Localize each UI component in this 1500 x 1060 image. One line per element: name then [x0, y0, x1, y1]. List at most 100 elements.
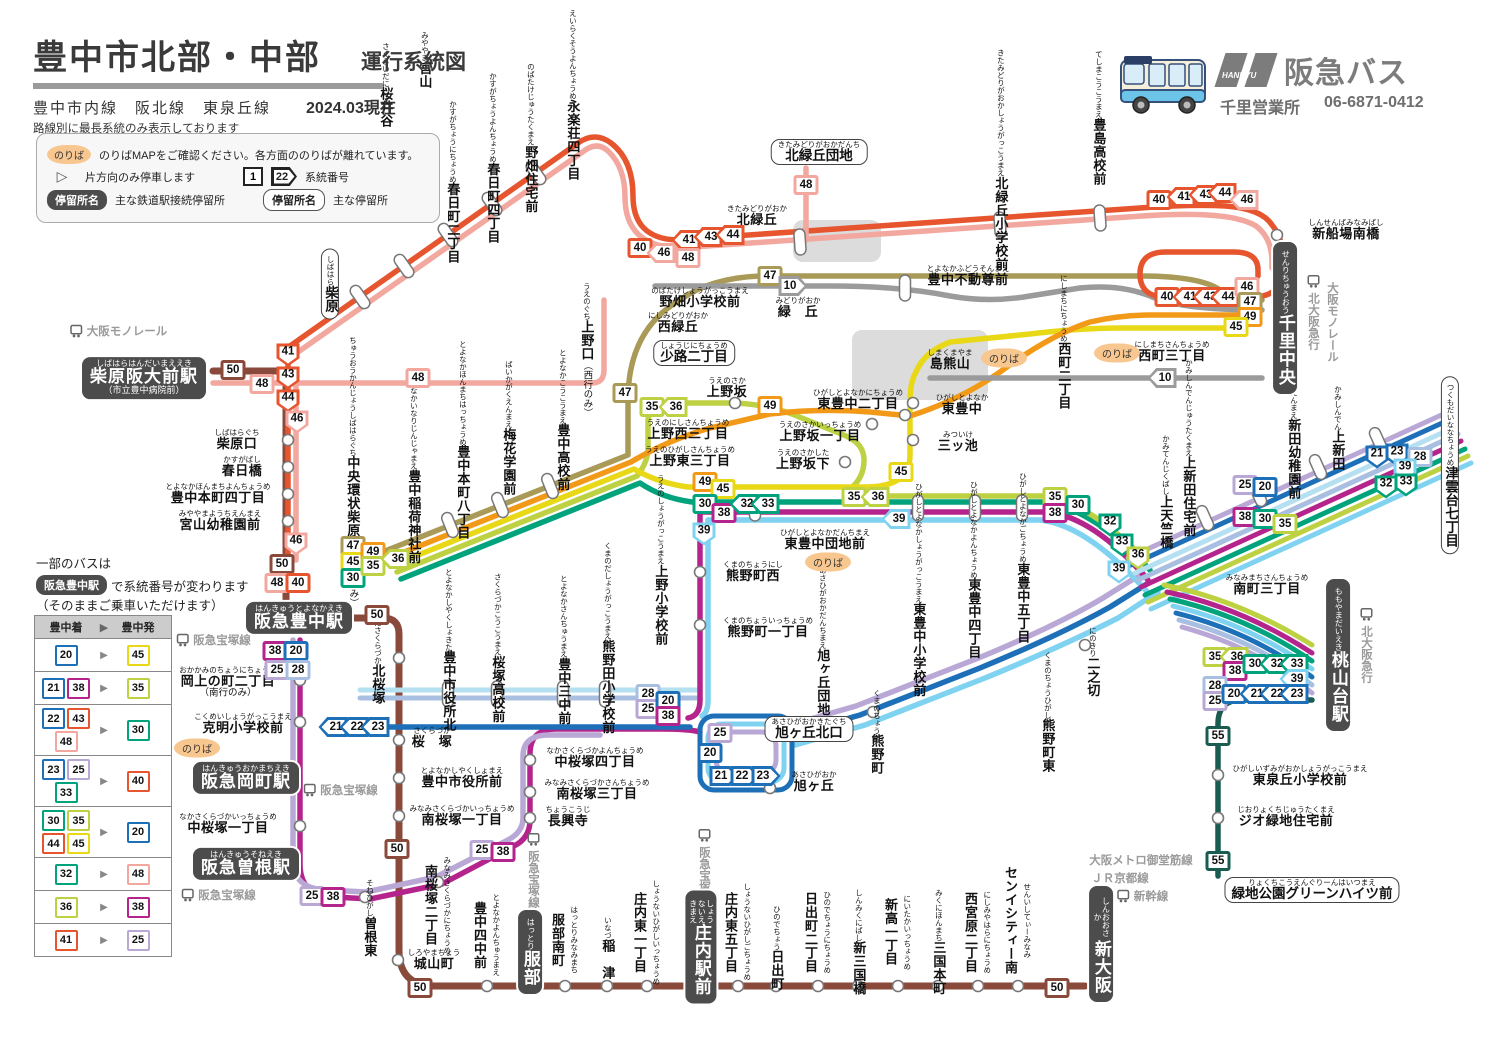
- rail-label-text: 阪急宝塚線: [320, 785, 378, 797]
- stop-badge-icon: 停留所名: [263, 189, 325, 211]
- row-arrow-icon: ▶: [100, 934, 108, 946]
- furi-text: ひがしとよなかにちょうめ: [813, 388, 903, 398]
- route-badge-35: 35: [1272, 514, 1298, 534]
- furi-text: なかさくらづかいっちょうめ: [179, 812, 277, 822]
- furi-text: とよなかよんちゅうまえ: [491, 893, 501, 977]
- main-text: 東豊中小学校前: [911, 602, 927, 698]
- route-badge-38: 38: [490, 842, 516, 862]
- tx-text: 32: [1270, 658, 1284, 670]
- tx-text: 46: [289, 534, 303, 547]
- stop-marker: [1011, 979, 1025, 993]
- route-badge-41: 41: [276, 343, 300, 367]
- route-badge-50: 50: [269, 554, 295, 574]
- main-text: 岡上の町二丁目: [180, 673, 276, 689]
- main-text: 熊野町東: [1040, 718, 1056, 773]
- main-text: 上野西三丁目: [647, 426, 729, 442]
- fg-text: [1282, 657, 1306, 671]
- stop-pill-marker: [968, 494, 982, 522]
- furi-text: とよなかほんまちよんちょうめ: [165, 482, 271, 492]
- stop-pill-marker: [525, 160, 547, 186]
- fg-text: [1242, 687, 1266, 701]
- main-text: 庄内駅前: [691, 923, 711, 996]
- route-badge-22: 22: [339, 717, 369, 737]
- furi-text: とよなかふどうそんまえ: [926, 264, 1010, 274]
- stop-marker: [523, 811, 537, 825]
- stop-pill-marker: [490, 680, 504, 708]
- furi-text: しょうないひがしごちょうめ: [742, 883, 752, 981]
- main-text: 熊野田小学校前: [600, 639, 616, 735]
- route-badge-36: 36: [658, 397, 688, 417]
- route-badge-40: 40: [285, 573, 311, 593]
- stop-label: こくめいしょうがっこうまえ克明小学校前: [194, 713, 292, 735]
- stop-marker: [728, 396, 742, 410]
- stop-label: うえのにしさんちょうめ上野西三丁目: [647, 419, 730, 441]
- row-arrow-icon: ▶: [100, 682, 108, 694]
- route-badge-41: 41: [1172, 287, 1202, 307]
- route-badge-28: 28: [285, 660, 311, 680]
- main-text: 上野坂: [706, 384, 748, 400]
- fg-text: [863, 490, 887, 504]
- page-title: 豊中市北部・中部: [33, 39, 321, 77]
- furi-text: ちょうこうじ: [545, 805, 591, 815]
- route-line: [1137, 249, 1286, 300]
- title-rule: [33, 83, 383, 89]
- railway-note: 阪急宝塚線: [696, 828, 712, 904]
- stop-marker: [480, 979, 494, 993]
- furi-text: しょうないえきまえ: [688, 899, 715, 923]
- major-stop-badge: つくもだいななちょうめ津雲台七丁目: [1440, 376, 1460, 554]
- row-arrow-icon: ▶: [100, 775, 108, 787]
- main-text: 熊野町西: [725, 568, 780, 584]
- tx-text: 22: [1270, 688, 1284, 700]
- tx-text: 44: [281, 391, 295, 404]
- fg-text: [1191, 188, 1215, 202]
- furi-text: あさひがおかきたぐち: [771, 716, 847, 726]
- furi-text: じおりょくちじゅうたくまえ: [1237, 805, 1335, 815]
- fg-text: [1397, 476, 1415, 494]
- stop-marker: [1270, 228, 1284, 242]
- route-line: [287, 134, 1286, 349]
- route-badge-23: 23: [1279, 684, 1309, 704]
- stop-label: とよなかほんまちよんちょうめ豊中本町四丁目: [166, 483, 271, 505]
- furi-text: しょうないひがしいっちょうめ: [651, 879, 661, 985]
- fg-text: [884, 512, 908, 526]
- rail-label-text: 大阪モノレール: [86, 326, 168, 338]
- stop-pill-marker: [1195, 504, 1215, 532]
- furi-text: みくにほんまち: [934, 888, 944, 942]
- stop-marker: [865, 417, 879, 431]
- route-badge-20: 20: [283, 641, 309, 661]
- furi-text: のばたけじゅうたくまえ: [526, 63, 536, 146]
- route-badge-45: 45: [710, 479, 736, 499]
- stop-label: ひがしとよなかごちょうめ東豊中五丁目: [1014, 473, 1030, 644]
- tx-text: 10: [783, 280, 797, 292]
- main-text: 新船場南橋: [1312, 226, 1380, 242]
- tx-text: 39: [892, 513, 906, 525]
- stop-label: じおりょくちじゅうたくまえジオ緑地住宅前: [1237, 806, 1335, 828]
- furi-text: みどりがおか: [775, 296, 821, 306]
- stop-label: かみしんでん上新田: [1329, 385, 1345, 471]
- furi-text: にのきり: [1088, 626, 1098, 657]
- route-badge-48: 48: [249, 374, 275, 394]
- station-badge: しょうないえきまえ庄内駅前: [685, 890, 717, 1004]
- stop-label: しょうないひがしごちょうめ庄内東五丁目: [721, 868, 755, 996]
- route-badge-45: 45: [888, 462, 914, 482]
- main-text: 北桜塚: [370, 664, 386, 705]
- major-stop-badge: しょうじにちょうめ少路二丁目: [653, 339, 735, 367]
- furi-text: きたみどりがおかだんち: [777, 139, 861, 149]
- stop-label: うえのぐち上野口（西行のみ）: [578, 283, 594, 418]
- main-text: 新高一丁目: [883, 898, 898, 966]
- oneway-legend-text: 片方向のみ停車します: [85, 171, 195, 184]
- stop-label: しんせんばみなみばし新船場南橋: [1309, 219, 1384, 241]
- stop-label: うえのさか上野坂: [707, 377, 748, 399]
- main-text: 西宮原二丁目: [963, 891, 978, 973]
- sub-text: （市立豊中病院前）: [103, 385, 185, 396]
- train-icon: [181, 888, 194, 901]
- stop-marker: [891, 979, 905, 993]
- furi-text: とよなかほんまちはっちょうめ: [458, 340, 468, 446]
- stop-marker: [293, 715, 307, 729]
- train-icon: [176, 633, 189, 646]
- main-text: 少路二丁目: [660, 348, 728, 364]
- furi-text: こくめいしょうがっこうまえ: [194, 712, 292, 722]
- main-text: 日出町二丁目: [803, 891, 818, 973]
- route-line: [290, 637, 603, 895]
